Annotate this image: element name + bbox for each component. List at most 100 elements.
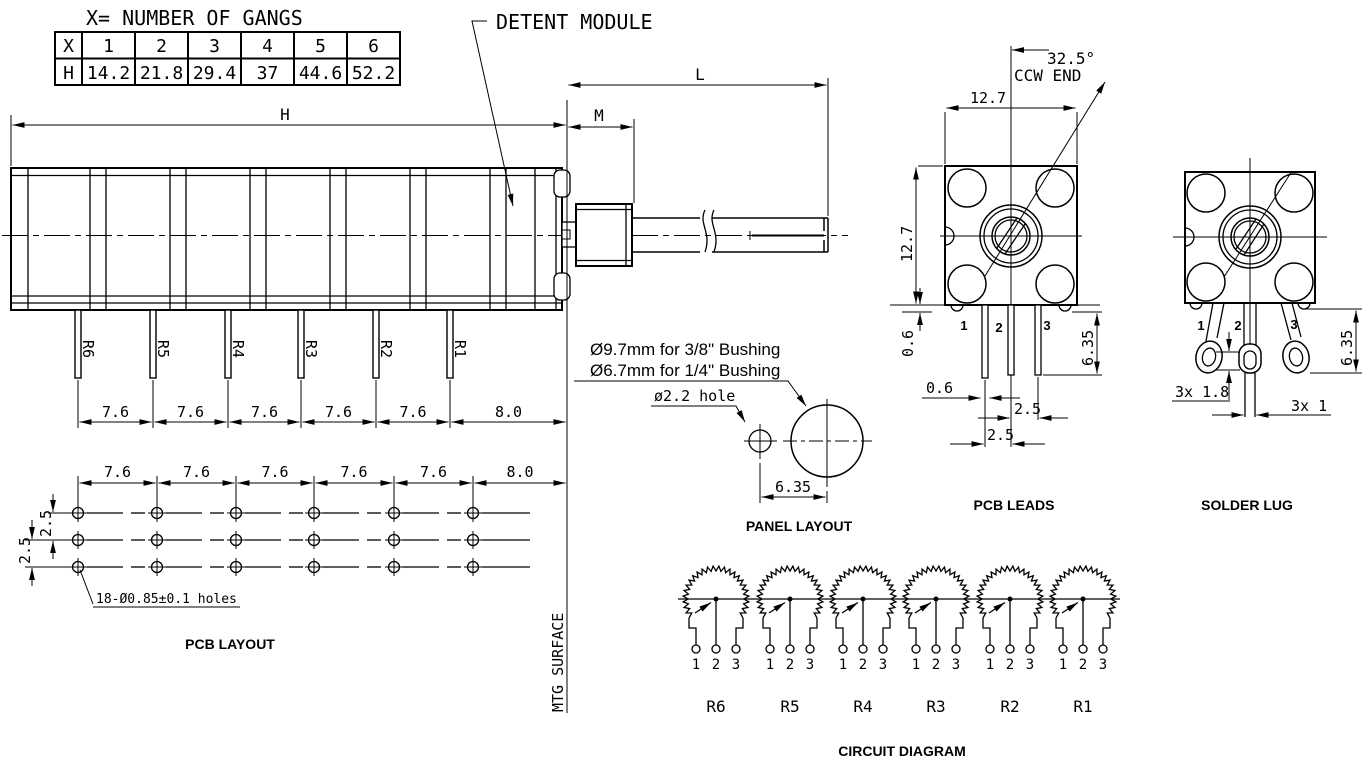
wiper-dot (933, 596, 939, 602)
pin-spacing-text: 7.6 (102, 403, 129, 421)
lug-3-arm (1280, 302, 1302, 341)
pcb-pin-2 (1007, 304, 1015, 376)
pin-spacing-text: 7.6 (177, 403, 204, 421)
pin-spacing-text: 7.6 (325, 403, 352, 421)
terminal-circle (1078, 644, 1088, 654)
table-cell: 52.2 (352, 63, 395, 84)
terminal-number: 2 (712, 657, 720, 673)
solder-lug-view: 1 2 3 6.35 3x 1.8 3x 1 SOLDER LUG (1172, 158, 1362, 513)
lug-2-arm (1243, 303, 1257, 346)
terminal-pin (446, 309, 454, 379)
shaft (632, 217, 829, 253)
dim-pitch-23-text: 2.5 (1014, 400, 1041, 418)
pin-ext-lines (984, 377, 1039, 447)
dim-h-text: H (280, 105, 290, 124)
pin-label: R3 (302, 340, 320, 358)
pcb-pin-1 (981, 304, 989, 379)
terminal-pin (372, 309, 380, 379)
table-cell: 14.2 (87, 63, 130, 84)
pin-number-1: 1 (960, 318, 967, 333)
pot-leads (688, 599, 744, 645)
resistive-ring (755, 564, 825, 619)
gang-walls (11, 169, 562, 309)
pin-label: R4 (229, 340, 247, 358)
pot-leads (908, 599, 964, 645)
hole-note-leader (651, 405, 746, 423)
dim-tail-text: 3x 1 (1291, 397, 1327, 415)
wiper-arrow (768, 601, 786, 614)
angle-text: 32.5° (1047, 49, 1095, 68)
dim-pitch-12-text: 2.5 (987, 426, 1014, 444)
resistive-ring (901, 564, 971, 619)
crosshair (1173, 158, 1327, 352)
mtg-surface-label: MTG SURFACE (549, 613, 567, 712)
wiper-arrow (988, 601, 1006, 614)
terminal-circle (731, 644, 741, 654)
table-cell: 37 (257, 63, 279, 84)
terminal-number: 3 (732, 657, 740, 673)
pcb-hole-cross (464, 531, 482, 549)
pcb-hole-cross (464, 504, 482, 522)
bottom-tabs (1189, 302, 1311, 310)
hole-spacing-text: 7.6 (340, 463, 367, 481)
wiper-dot (860, 596, 866, 602)
pot-label: R3 (926, 697, 945, 716)
wiper-arrow (1061, 601, 1079, 614)
bottom-tabs (950, 304, 1072, 312)
ext-lines-left (890, 165, 1100, 306)
mount-tab (1035, 264, 1075, 304)
hole-spacing-text: 8.0 (506, 463, 533, 481)
table-cell: 2 (156, 36, 167, 57)
hole-spacing-text: 7.6 (420, 463, 447, 481)
table-grid (54, 31, 401, 86)
hole-spacing-text: 7.6 (104, 463, 131, 481)
pcb-hole-cross (69, 504, 87, 522)
dim-127-top-text: 12.7 (970, 89, 1006, 107)
terminal-number: 3 (1099, 657, 1107, 673)
dim-25-top-text: 2.5 (37, 510, 55, 537)
lug-3-hole (1288, 347, 1304, 367)
hole-ext-lines (1216, 351, 1240, 371)
terminal-pin (149, 309, 157, 379)
wiper-arrow (694, 601, 712, 614)
dim-lug-length-text: 6.35 (1338, 330, 1356, 366)
terminal-number: 2 (932, 657, 940, 673)
terminal-circle (858, 644, 868, 654)
terminal-number: 3 (879, 657, 887, 673)
terminal-circle (691, 644, 701, 654)
wiper-dot (713, 596, 719, 602)
table-cell: 6 (368, 36, 379, 57)
resistive-ring (975, 564, 1045, 619)
pot-label: R6 (706, 697, 725, 716)
resistive-ring (681, 564, 751, 619)
extension-lines (10, 78, 829, 713)
hole-note: ø2.2 hole (654, 387, 735, 405)
pcb-hole-cross (148, 504, 166, 522)
slot-lines (1235, 218, 1265, 256)
dim-m-text: M (594, 106, 604, 125)
table-cell: 21.8 (140, 63, 183, 84)
pin-number-2: 2 (1234, 318, 1241, 333)
terminal-number: 2 (1006, 657, 1014, 673)
row-extension-lines (25, 512, 69, 568)
terminal-number: 2 (859, 657, 867, 673)
holes-note: 18-Ø0.85±0.1 holes (96, 592, 237, 607)
terminal-circle (911, 644, 921, 654)
terminal-circle (805, 644, 815, 654)
terminal-number: 1 (692, 657, 700, 673)
pcb-hole-cross (148, 531, 166, 549)
pot-label: R2 (1000, 697, 1019, 716)
pin-spacing-text: 7.6 (399, 403, 426, 421)
terminal-circle (985, 644, 995, 654)
gang-count-table: X= NUMBER OF GANGS X 1 2 3 4 5 6 H 14.2 … (54, 6, 401, 86)
mount-tab (1186, 262, 1226, 302)
wiper-dot (1080, 596, 1086, 602)
slot-lines (996, 217, 1026, 255)
pcb-leads-caption: PCB LEADS (974, 497, 1055, 513)
dim-127-left-text: 12.7 (898, 226, 916, 262)
pin-number-3: 3 (1290, 317, 1297, 332)
